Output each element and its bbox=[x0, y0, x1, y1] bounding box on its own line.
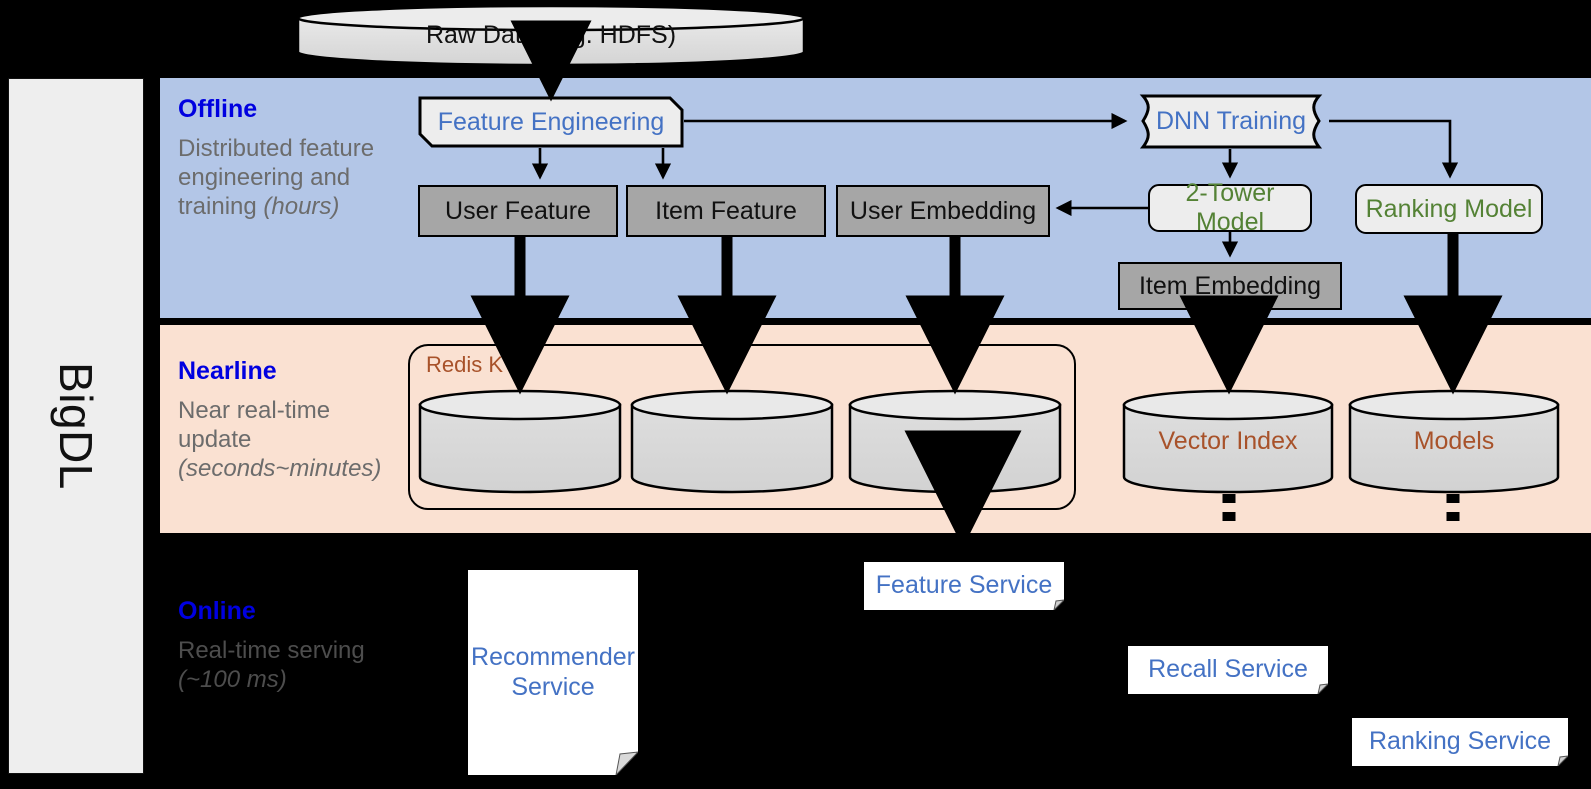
user-feature-store-label bbox=[418, 388, 622, 494]
feature-engineering-node[interactable]: Feature Engineering bbox=[418, 96, 684, 148]
vector-index-cylinder[interactable]: Vector Index bbox=[1122, 388, 1334, 494]
user-embedding-store-cylinder[interactable] bbox=[848, 388, 1062, 494]
bigdl-rail: BigDL bbox=[8, 78, 144, 774]
bigdl-label: BigDL bbox=[49, 362, 102, 490]
recall-service-note[interactable]: Recall Service bbox=[1128, 646, 1328, 694]
online-title: Online bbox=[178, 597, 256, 625]
feature-service-label: Feature Service bbox=[875, 571, 1053, 600]
user-feature-label: User Feature bbox=[445, 196, 591, 225]
item-feature-store-label bbox=[630, 388, 834, 494]
raw-data-cylinder: Raw Data (e.g. HDFS) bbox=[296, 4, 806, 66]
item-feature-label: Item Feature bbox=[655, 196, 797, 225]
raw-data-label: Raw Data (e.g. HDFS) bbox=[425, 20, 677, 49]
two-tower-model-label: 2-Tower Model bbox=[1185, 179, 1275, 236]
feature-service-note[interactable]: Feature Service bbox=[864, 562, 1064, 610]
ranking-service-note[interactable]: Ranking Service bbox=[1352, 718, 1568, 766]
dnn-training-node[interactable]: DNN Training bbox=[1133, 94, 1329, 149]
nearline-title: Nearline bbox=[178, 357, 277, 385]
user-embedding-box[interactable]: User Embedding bbox=[836, 185, 1050, 237]
offline-title: Offline bbox=[178, 95, 258, 123]
redis-kv-label: Redis KV bbox=[426, 352, 518, 377]
dnn-training-label: DNN Training bbox=[1155, 107, 1307, 135]
feature-engineering-label: Feature Engineering bbox=[437, 107, 665, 136]
ranking-model-label: Ranking Model bbox=[1365, 194, 1533, 223]
vector-index-label: Vector Index bbox=[1158, 426, 1298, 455]
nearline-desc: Near real-time update (seconds~minutes) bbox=[178, 396, 382, 483]
two-tower-model-box[interactable]: 2-Tower Model bbox=[1148, 179, 1312, 236]
nearline-header: Nearline Near real-time update (seconds~… bbox=[178, 357, 393, 483]
ranking-model-box[interactable]: Ranking Model bbox=[1355, 184, 1543, 234]
item-feature-store-cylinder[interactable] bbox=[630, 388, 834, 494]
online-desc: Real-time serving (~100 ms) bbox=[178, 636, 365, 693]
models-cylinder[interactable]: Models bbox=[1348, 388, 1560, 494]
user-feature-box[interactable]: User Feature bbox=[418, 185, 618, 237]
offline-desc: Distributed feature engineering and trai… bbox=[178, 134, 375, 221]
user-embedding-store-label bbox=[848, 388, 1062, 494]
item-embedding-label: Item Embedding bbox=[1138, 271, 1322, 300]
recommender-service-note[interactable]: Recommender Service bbox=[468, 570, 638, 775]
item-feature-box[interactable]: Item Feature bbox=[626, 185, 826, 237]
recommender-service-label: Recommender Service bbox=[471, 643, 635, 701]
recall-service-label: Recall Service bbox=[1148, 655, 1308, 684]
item-embedding-box[interactable]: Item Embedding bbox=[1118, 262, 1342, 310]
ranking-service-label: Ranking Service bbox=[1368, 727, 1552, 756]
user-embedding-label: User Embedding bbox=[849, 196, 1037, 225]
user-feature-store-cylinder[interactable] bbox=[418, 388, 622, 494]
online-header: Online Real-time serving (~100 ms) bbox=[178, 597, 393, 694]
offline-header: Offline Distributed feature engineering … bbox=[178, 95, 393, 221]
models-label: Models bbox=[1413, 426, 1495, 455]
